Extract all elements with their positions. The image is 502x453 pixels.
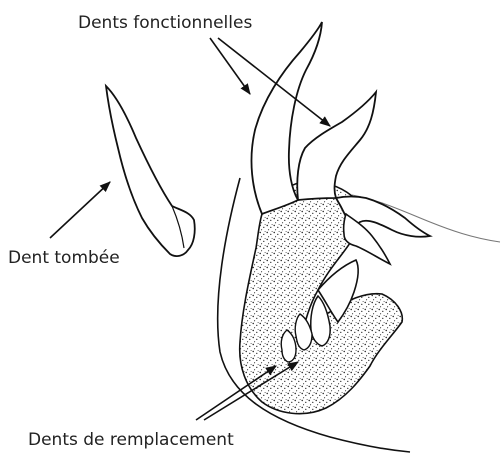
- label-replacement-teeth: Dents de remplacement: [28, 430, 234, 450]
- fallen-tooth: [106, 86, 195, 256]
- functional-tooth-2: [297, 92, 376, 200]
- label-fallen-tooth: Dent tombée: [8, 248, 120, 268]
- label-functional-teeth: Dents fonctionnelles: [78, 13, 252, 33]
- replacement-tooth-3: [295, 314, 312, 350]
- arrow-functional-tooth-1: [210, 38, 250, 94]
- arrow-fallen-tooth: [50, 182, 110, 238]
